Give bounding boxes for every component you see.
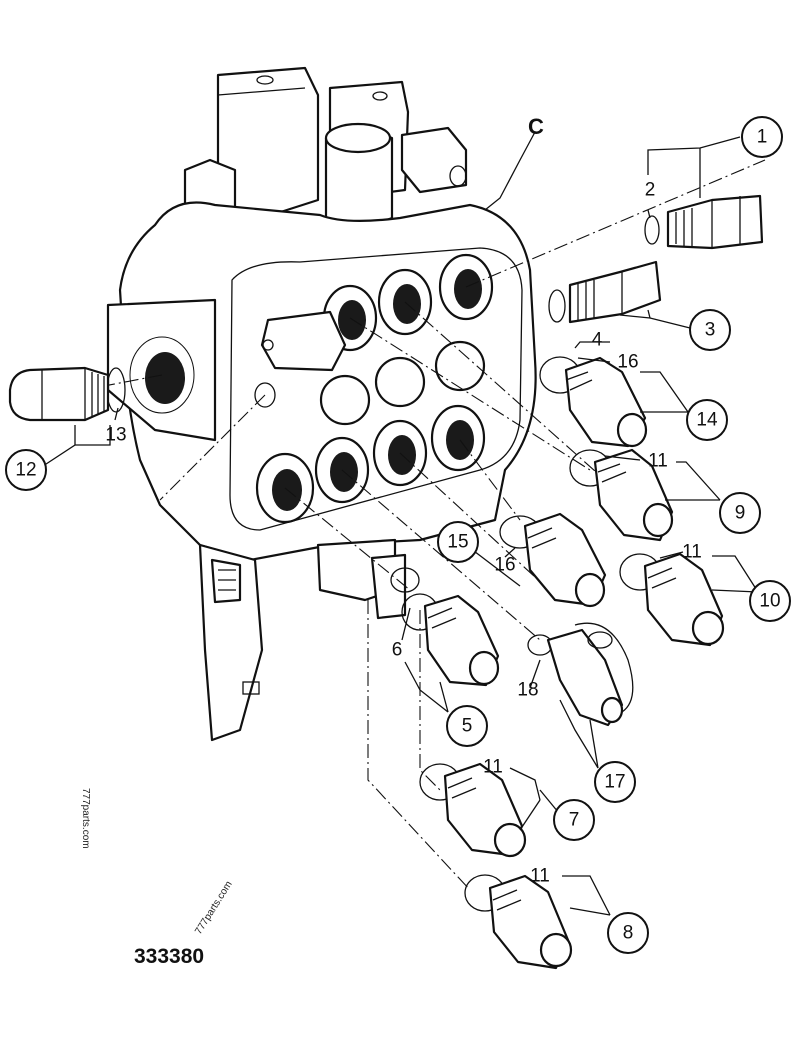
svg-text:8: 8 bbox=[623, 923, 634, 944]
fitting-17 bbox=[527, 622, 634, 727]
label-4: 4 bbox=[592, 330, 603, 351]
fitting-14 bbox=[539, 356, 648, 448]
svg-text:15: 15 bbox=[447, 532, 468, 553]
middle-plugs bbox=[254, 340, 486, 426]
fitting-8 bbox=[464, 874, 573, 970]
label-13: 13 bbox=[105, 425, 126, 446]
drawing-number: 333380 bbox=[134, 945, 204, 968]
callout-14: 14 bbox=[686, 399, 728, 441]
leader-lines bbox=[39, 131, 759, 916]
callout-7: 7 bbox=[553, 799, 595, 841]
fitting-10 bbox=[619, 552, 725, 647]
callout-1: 1 bbox=[741, 116, 783, 158]
fitting-1 bbox=[644, 194, 764, 250]
callout-8: 8 bbox=[607, 912, 649, 954]
label-18: 18 bbox=[517, 680, 538, 701]
svg-text:14: 14 bbox=[696, 410, 718, 431]
svg-text:17: 17 bbox=[604, 772, 625, 793]
label-11-d: 11 bbox=[530, 866, 550, 887]
svg-text:12: 12 bbox=[15, 460, 36, 481]
fitting-7 bbox=[419, 762, 527, 858]
label-2: 2 bbox=[645, 180, 656, 201]
callout-12: 12 bbox=[5, 449, 47, 491]
svg-text:5: 5 bbox=[462, 716, 473, 737]
callout-3: 3 bbox=[689, 309, 731, 351]
fitting-15 bbox=[499, 512, 607, 608]
svg-text:10: 10 bbox=[759, 591, 780, 612]
svg-text:3: 3 bbox=[705, 320, 716, 341]
watermark-diagonal: 777parts.com bbox=[193, 879, 234, 936]
callout-9: 9 bbox=[719, 492, 761, 534]
fitting-12 bbox=[8, 366, 126, 422]
watermark-vertical: 777parts.com bbox=[80, 788, 91, 849]
callout-10: 10 bbox=[749, 580, 791, 622]
label-16-b: 16 bbox=[494, 555, 515, 576]
label-16-a: 16 bbox=[617, 352, 638, 373]
fitting-5 bbox=[390, 567, 500, 687]
fitting-9 bbox=[569, 448, 674, 542]
label-11-c: 11 bbox=[483, 757, 503, 778]
fitting-3 bbox=[548, 260, 662, 324]
svg-text:1: 1 bbox=[757, 127, 768, 148]
section-letter: C bbox=[528, 114, 544, 139]
callout-17: 17 bbox=[594, 761, 636, 803]
valve-block bbox=[106, 66, 537, 742]
svg-text:9: 9 bbox=[735, 503, 746, 524]
callout-15: 15 bbox=[437, 521, 479, 563]
label-11-a: 11 bbox=[648, 451, 668, 472]
label-11-b: 11 bbox=[682, 542, 702, 563]
callout-5: 5 bbox=[446, 705, 488, 747]
svg-text:7: 7 bbox=[569, 810, 580, 831]
label-6: 6 bbox=[392, 640, 403, 661]
